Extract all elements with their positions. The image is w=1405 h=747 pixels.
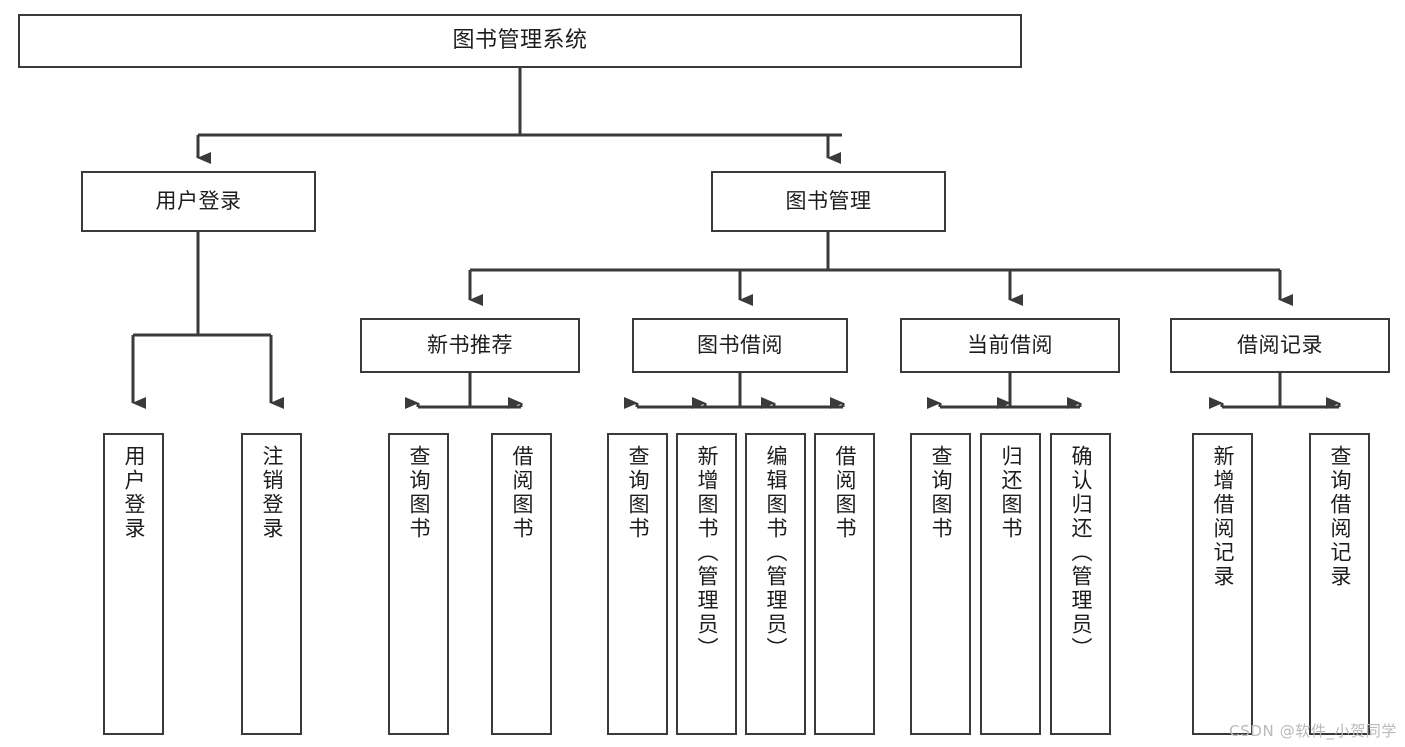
node-leaf-add-record-label: 新增借阅记录	[1211, 445, 1235, 589]
node-leaf-borrow-book-1[interactable]: 借阅图书	[491, 433, 552, 735]
watermark: CSDN @软件_小贺同学	[1229, 722, 1397, 740]
node-leaf-add-book-label: 新增图书（管理员）	[695, 445, 719, 661]
node-user-login-label: 用户登录	[155, 189, 242, 214]
node-leaf-logout-login[interactable]: 注销登录	[241, 433, 302, 735]
node-leaf-edit-book[interactable]: 编辑图书（管理员）	[745, 433, 806, 735]
node-leaf-borrow-book-2-label: 借阅图书	[833, 445, 857, 541]
node-leaf-query-book-3-label: 查询图书	[929, 445, 953, 541]
node-borrow-record[interactable]: 借阅记录	[1170, 318, 1390, 373]
node-user-login[interactable]: 用户登录	[81, 171, 316, 232]
node-leaf-logout-login-label: 注销登录	[260, 445, 284, 541]
node-leaf-add-book[interactable]: 新增图书（管理员）	[676, 433, 737, 735]
node-leaf-edit-book-label: 编辑图书（管理员）	[764, 445, 788, 661]
node-leaf-return-book[interactable]: 归还图书	[980, 433, 1041, 735]
node-leaf-query-record-label: 查询借阅记录	[1328, 445, 1352, 589]
node-leaf-user-login[interactable]: 用户登录	[103, 433, 164, 735]
node-root[interactable]: 图书管理系统	[18, 14, 1022, 68]
node-book-manage[interactable]: 图书管理	[711, 171, 946, 232]
node-current-borrow[interactable]: 当前借阅	[900, 318, 1120, 373]
node-leaf-query-book-1[interactable]: 查询图书	[388, 433, 449, 735]
node-current-borrow-label: 当前借阅	[967, 333, 1053, 358]
node-leaf-confirm-return[interactable]: 确认归还（管理员）	[1050, 433, 1111, 735]
node-leaf-query-book-1-label: 查询图书	[407, 445, 431, 541]
node-book-borrow-label: 图书借阅	[697, 333, 783, 358]
node-leaf-borrow-book-1-label: 借阅图书	[510, 445, 534, 541]
node-root-label: 图书管理系统	[452, 28, 588, 54]
node-book-manage-label: 图书管理	[785, 189, 872, 214]
node-borrow-record-label: 借阅记录	[1237, 333, 1323, 358]
node-new-book-recommend[interactable]: 新书推荐	[360, 318, 580, 373]
node-leaf-query-record[interactable]: 查询借阅记录	[1309, 433, 1370, 735]
node-book-borrow[interactable]: 图书借阅	[632, 318, 848, 373]
node-leaf-user-login-label: 用户登录	[122, 445, 146, 541]
node-leaf-return-book-label: 归还图书	[999, 445, 1023, 541]
node-leaf-confirm-return-label: 确认归还（管理员）	[1069, 445, 1093, 661]
node-new-book-recommend-label: 新书推荐	[427, 333, 513, 358]
node-leaf-query-book-2-label: 查询图书	[626, 445, 650, 541]
node-leaf-query-book-3[interactable]: 查询图书	[910, 433, 971, 735]
node-leaf-query-book-2[interactable]: 查询图书	[607, 433, 668, 735]
node-leaf-add-record[interactable]: 新增借阅记录	[1192, 433, 1253, 735]
node-leaf-borrow-book-2[interactable]: 借阅图书	[814, 433, 875, 735]
